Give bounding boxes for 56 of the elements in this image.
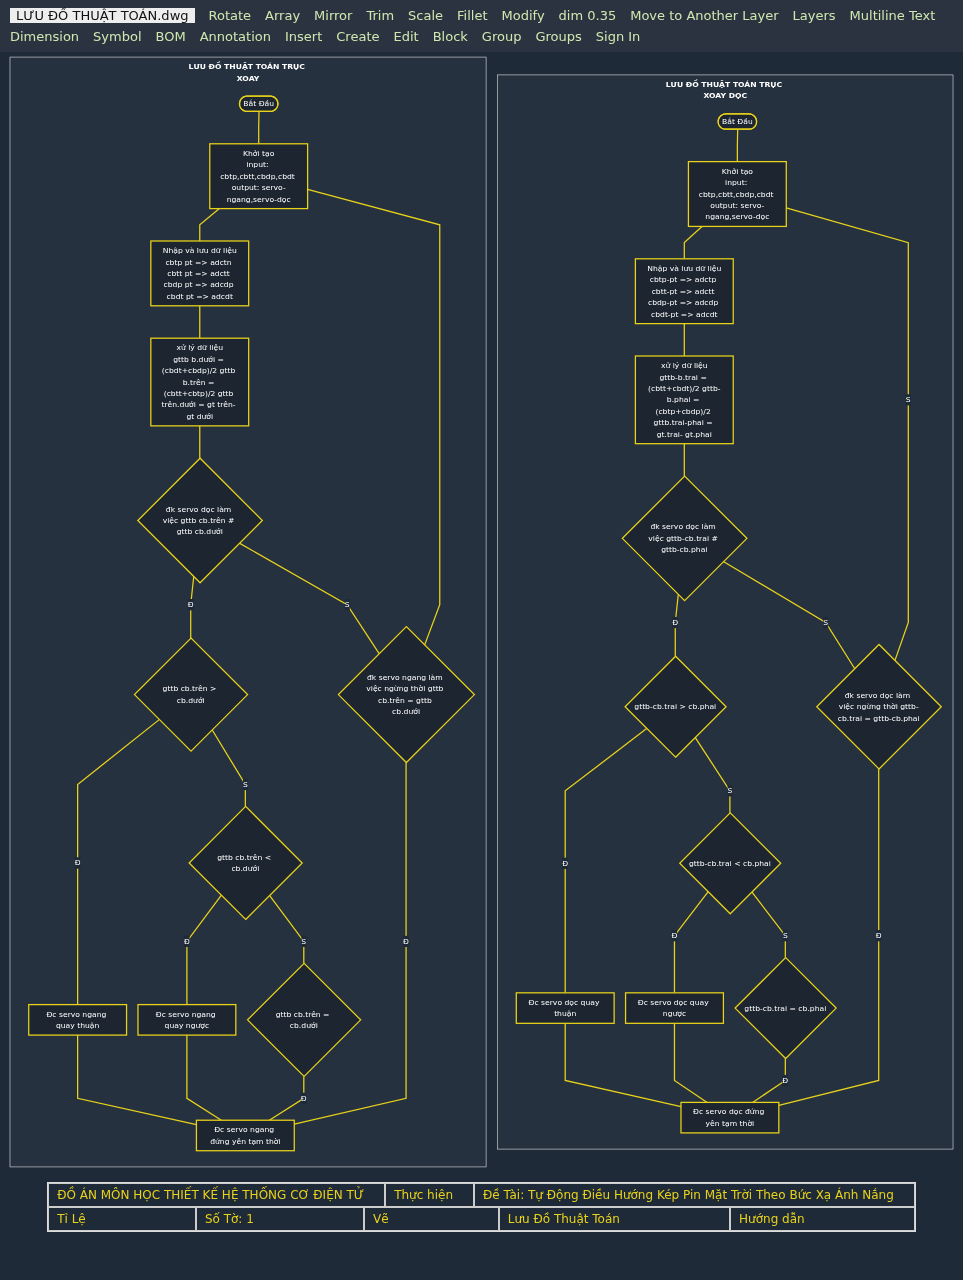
toolbar-label: Fillet: [457, 8, 488, 23]
toolbar-label: Group: [481, 29, 522, 44]
connector: [736, 128, 739, 163]
toolbar-label: Move to Another Layer: [630, 8, 779, 23]
connector: [673, 1022, 708, 1104]
connector: [722, 560, 856, 670]
connector: [258, 111, 260, 145]
file-name: LƯU ĐỒ THUẬT TOÁN.dwg: [10, 8, 195, 23]
connector: [778, 768, 880, 1107]
toolbar-label: Annotation: [199, 29, 271, 44]
toolbar-label: Sign In: [595, 29, 641, 44]
toolbar-label: Symbol: [93, 29, 142, 44]
title-block-text: ĐỒ ÁN MÔN HỌC THIẾT KẾ HỆ THỐNG CƠ ĐIỆN TỬ: [48, 1183, 386, 1207]
toolbar-label: Layers: [792, 8, 836, 23]
toolbar-label: Dimension: [10, 29, 80, 44]
connector: [268, 894, 305, 964]
title-block-text: Tỉ Lệ: [48, 1207, 196, 1231]
toolbar-label: BOM: [155, 29, 186, 44]
connector: [238, 542, 380, 655]
toolbar-label: Modify: [501, 8, 545, 23]
toolbar-label: Array: [265, 8, 301, 23]
toolbar-label: Insert: [285, 29, 323, 44]
connector: [186, 894, 222, 1006]
connector: [683, 443, 685, 477]
toolbar-label: Multiline Text: [849, 8, 936, 23]
connector: [751, 891, 786, 959]
toolbar-label: Edit: [393, 29, 419, 44]
connector: [211, 729, 246, 808]
connector: [752, 1057, 786, 1104]
connector: [190, 576, 195, 639]
title-block-text: Lưu Đồ Thuật Toán: [498, 1207, 731, 1231]
toolbar-label: Create: [336, 29, 380, 44]
title-block-text: Đề Tài: Tự Động Điều Hướng Kép Pin Mặt Trời Theo Bức Xạ Ánh Nắng: [474, 1183, 915, 1207]
connector: [77, 719, 160, 1006]
connector: [268, 1075, 305, 1121]
toolbar-label: dim 0.35: [558, 8, 617, 23]
connector: [673, 891, 709, 994]
connector: [683, 322, 685, 357]
title-block-text: Số Tờ: 1: [195, 1207, 364, 1231]
toolbar-label: Rotate: [208, 8, 252, 23]
connector: [186, 1034, 222, 1121]
toolbar-label: Groups: [535, 29, 582, 44]
connector: [683, 225, 703, 260]
connector: [564, 727, 648, 994]
title-block-text: Vẽ: [364, 1207, 499, 1231]
title-block-text: Thực hiện: [385, 1183, 475, 1207]
connector: [694, 736, 731, 814]
toolbar-label: Block: [432, 29, 468, 44]
connector: [674, 593, 679, 657]
title-block-text: Hướng dẫn: [730, 1207, 915, 1231]
connector: [199, 207, 221, 242]
toolbar-label: Mirror: [314, 8, 353, 23]
connector: [199, 305, 201, 339]
toolbar-label: Trim: [366, 8, 395, 23]
toolbar-label: Scale: [408, 8, 444, 23]
connector: [199, 425, 201, 459]
